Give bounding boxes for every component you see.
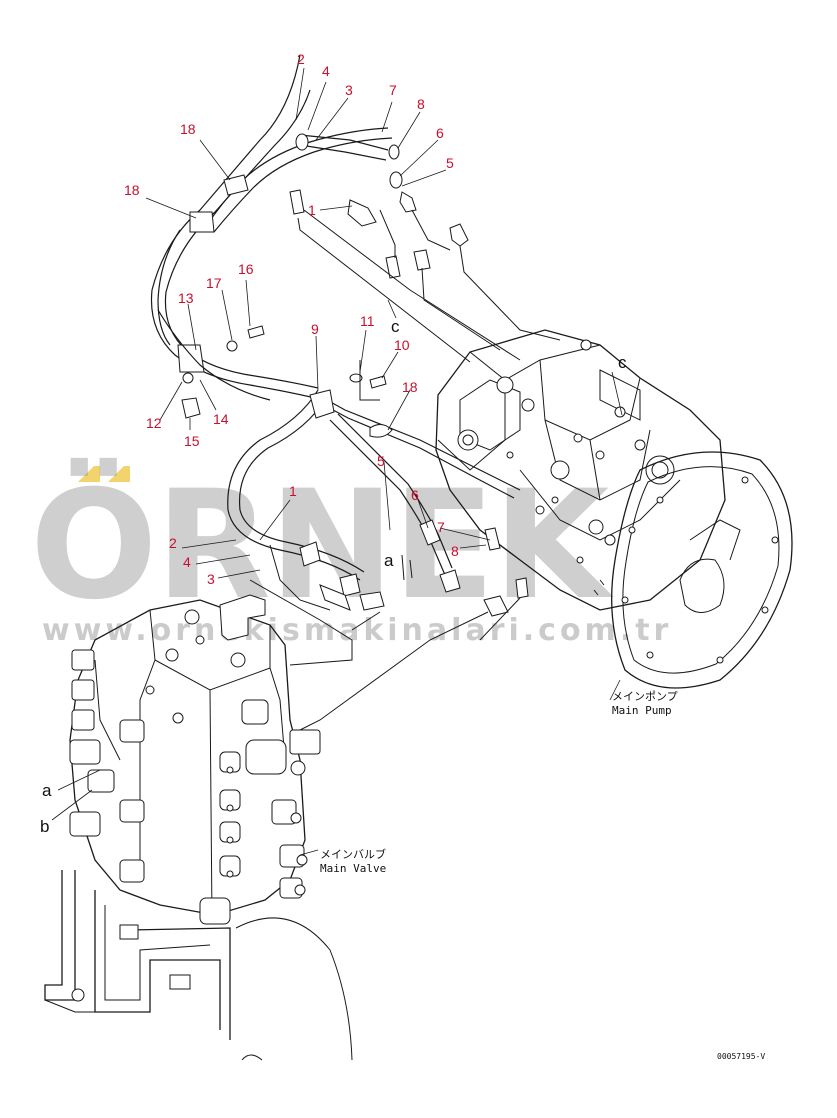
connection-letter-c: c (391, 317, 400, 336)
connection-letter-c: c (618, 353, 627, 372)
callout-label: 2 (297, 51, 305, 67)
connection-letter-b: b (40, 817, 49, 836)
callout-label: 6 (436, 125, 444, 141)
callout-label: 15 (184, 433, 200, 449)
main-valve-label-en: Main Valve (320, 862, 386, 875)
callout-label: 7 (389, 82, 397, 98)
callout-label: 7 (437, 519, 445, 535)
callout-label: 11 (360, 313, 375, 329)
callout-labels: 2 4 3 7 8 6 5 18 18 1 17 16 13 9 11 10 1… (124, 51, 459, 587)
callout-label: 18 (124, 182, 140, 198)
watermark-url: www.ornekismakinalari.com.tr (42, 613, 672, 648)
component-captions: メインポンプ Main Pump メインバルブ Main Valve (320, 690, 678, 875)
figure-code: 00057195-V (717, 1052, 765, 1061)
callout-label: 17 (206, 275, 222, 291)
leader-lines (51, 67, 623, 856)
connection-letter-a: a (42, 781, 52, 800)
main-pump (435, 329, 793, 689)
hose-group (150, 54, 561, 731)
callout-label: 5 (377, 453, 385, 469)
watermark-accent-left (78, 466, 100, 482)
watermark: ÖRNEK www.ornekismakinalari.com.tr (30, 457, 672, 648)
callout-label: 14 (213, 411, 229, 427)
main-valve (44, 594, 353, 1061)
callout-label: 12 (146, 415, 162, 431)
callout-label: 18 (402, 379, 418, 395)
callout-label: 16 (238, 261, 254, 277)
main-pump-label-jp: メインポンプ (612, 690, 678, 703)
callout-label: 4 (183, 554, 191, 570)
callout-label: 1 (289, 483, 297, 499)
callout-label: 9 (311, 321, 319, 337)
callout-label: 8 (417, 96, 425, 112)
connection-letter-a: a (384, 551, 394, 570)
callout-label: 2 (169, 535, 177, 551)
main-pump-label-en: Main Pump (612, 704, 672, 717)
callout-label: 6 (411, 487, 419, 503)
callout-label: 5 (446, 155, 454, 171)
callout-label: 1 (308, 202, 316, 218)
callout-label: 18 (180, 121, 196, 137)
main-valve-label-jp: メインバルブ (320, 847, 386, 861)
callout-label: 8 (451, 543, 459, 559)
watermark-brand: ÖRNEK (30, 457, 614, 633)
callout-label: 3 (207, 571, 215, 587)
callout-label: 10 (394, 337, 410, 353)
watermark-accent-right (108, 466, 130, 482)
callout-label: 3 (345, 82, 353, 98)
callout-label: 13 (178, 290, 194, 306)
callout-label: 4 (322, 63, 330, 79)
connection-letters: c c a a b (40, 317, 627, 836)
